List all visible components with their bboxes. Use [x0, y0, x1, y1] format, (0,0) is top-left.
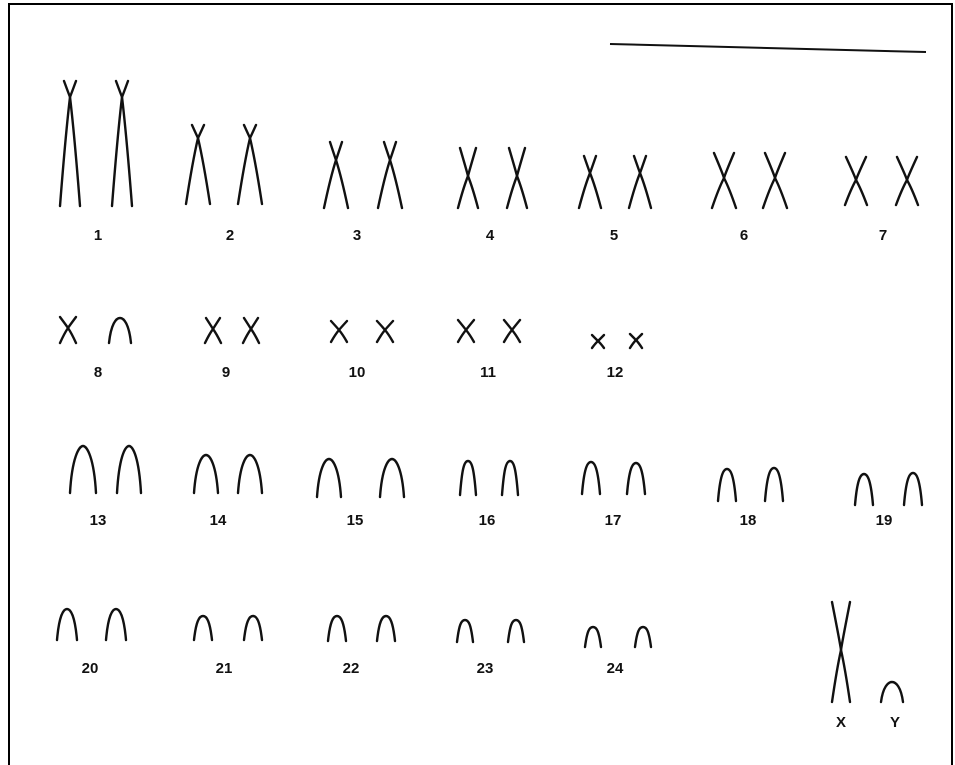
chromosome-21-b	[242, 614, 264, 642]
label-chromosome-3: 3	[352, 227, 362, 244]
chromosome-20-b	[104, 607, 128, 642]
chromosome-2-a-chromatid-a	[190, 123, 212, 206]
label-chromosome-18: 18	[739, 512, 757, 529]
label-chromosome-4: 4	[485, 227, 495, 244]
chromosome-3-a-chromatid-b	[322, 140, 344, 210]
chromosome-4-b-chromatid-b	[505, 146, 527, 210]
chromosome-12-a-chromatid-b	[590, 333, 606, 350]
chromosome-11-b-chromatid-b	[502, 318, 522, 344]
chromosome-4-b-chromatid-a	[507, 146, 529, 210]
chromosome-2-a-chromatid-b	[184, 123, 206, 206]
chromosome-24-b	[633, 625, 653, 649]
label-chromosome-9: 9	[221, 364, 231, 381]
chromosome-6-b-chromatid-b	[761, 151, 787, 210]
chromosome-14-b	[236, 453, 264, 495]
label-chromosome-24: 24	[606, 660, 624, 677]
chromosome-9-a-chromatid-b	[203, 316, 222, 345]
chromosome-2-b-chromatid-a	[242, 123, 264, 206]
chromosome-18-a	[716, 467, 738, 503]
chromosome-22-b	[375, 614, 397, 643]
chromosome-10-b-chromatid-b	[375, 319, 395, 344]
chromosome-6-a-chromatid-b	[710, 151, 736, 210]
chromosome-3-b-chromatid-b	[376, 140, 398, 210]
chromosome-7-b-chromatid-b	[894, 155, 919, 207]
label-chromosome-22: 22	[342, 660, 360, 677]
chromosome-1-a-chromatid-b	[58, 79, 78, 208]
chromosome-12-b-chromatid-b	[628, 332, 644, 350]
chromosome-4-a-chromatid-a	[458, 146, 480, 210]
chromosome-x-chromatid-b	[830, 600, 852, 704]
chromosome-23-a	[455, 618, 475, 644]
chromosome-9-b-chromatid-b	[241, 316, 260, 345]
label-chromosome-16: 16	[478, 512, 496, 529]
chromosome-7-a-chromatid-b	[843, 155, 868, 207]
chromosome-17-a	[580, 460, 602, 496]
chromosome-14-a	[192, 453, 220, 495]
label-chromosome-1: 1	[93, 227, 103, 244]
chromosome-18-b	[763, 466, 785, 503]
chromosome-15-b	[378, 457, 406, 499]
label-chromosome-14: 14	[209, 512, 227, 529]
label-chromosome-2: 2	[225, 227, 235, 244]
label-chromosome-13: 13	[89, 512, 107, 529]
label-chromosome-21: 21	[215, 660, 233, 677]
chromosome-2-b-chromatid-b	[236, 123, 258, 206]
label-chromosome-7: 7	[878, 227, 888, 244]
chromosome-16-a	[458, 459, 478, 497]
label-chromosome-19: 19	[875, 512, 893, 529]
chromosome-17-b	[625, 461, 647, 496]
label-chromosome-17: 17	[604, 512, 622, 529]
label-chromosome-11: 11	[480, 364, 496, 381]
chromosome-8-b	[107, 316, 133, 345]
chromosome-6-b-chromatid-a	[763, 151, 789, 210]
chromosome-22-a	[326, 614, 348, 643]
chromosome-23-b	[506, 618, 526, 644]
label-chromosome-23: 23	[476, 660, 494, 677]
chromosome-4-a-chromatid-b	[456, 146, 478, 210]
label-chromosome-y: Y	[889, 714, 901, 731]
chromosome-1-b-chromatid-b	[110, 79, 130, 208]
chromosome-13-a	[68, 444, 98, 495]
label-chromosome-5: 5	[609, 227, 619, 244]
chromosome-16-b	[500, 459, 520, 497]
label-chromosome-10: 10	[348, 364, 366, 381]
chromosome-19-a	[853, 472, 875, 507]
chromosome-10-a-chromatid-b	[329, 319, 349, 344]
chromosome-21-a	[192, 614, 214, 642]
chromosome-6-a-chromatid-a	[712, 151, 738, 210]
chromosome-20-a	[55, 607, 79, 642]
label-chromosome-8: 8	[93, 364, 103, 381]
chromosome-5-a-chromatid-b	[577, 154, 598, 210]
label-chromosome-12: 12	[606, 364, 624, 381]
chromosome-15-a	[315, 457, 343, 499]
label-chromosome-x: X	[835, 714, 847, 731]
chromosome-5-b-chromatid-b	[627, 154, 648, 210]
chromosome-8-a-chromatid-b	[58, 315, 78, 345]
label-chromosome-15: 15	[346, 512, 364, 529]
scale-bar	[609, 43, 927, 53]
chromosome-19-b	[902, 471, 924, 507]
label-chromosome-6: 6	[739, 227, 749, 244]
chromosome-11-a-chromatid-b	[456, 318, 476, 344]
label-chromosome-20: 20	[81, 660, 99, 677]
chromosome-y	[879, 680, 905, 704]
figure-frame	[8, 3, 953, 765]
chromosome-24-a	[583, 625, 603, 649]
chromosome-13-b	[115, 444, 143, 495]
